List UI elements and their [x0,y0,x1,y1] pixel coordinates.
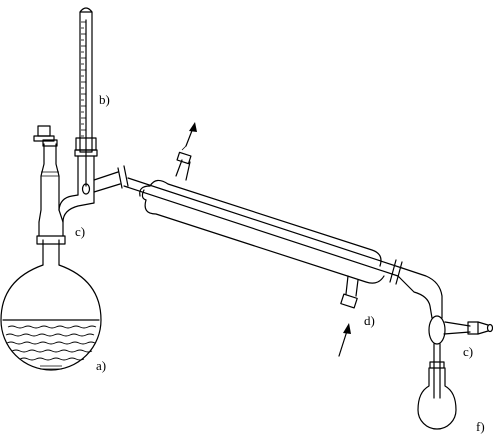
label-condenser: d) [364,313,375,328]
receiving-flask [417,367,457,430]
liquid-in-flask [5,325,97,361]
water-in-arrow [338,323,351,357]
claisen-adapter [33,125,121,223]
label-thermometer: b) [99,92,110,107]
water-out-arrow [185,122,197,147]
liebig-condenser [117,145,403,309]
label-adapter-right: c) [463,344,474,359]
vacuum-adapter [397,267,493,371]
label-flask: a) [96,358,107,373]
label-adapter-left: c) [75,224,86,239]
thermometer [75,7,97,195]
label-receiver: f) [476,419,485,434]
distillation-flask [0,221,102,371]
